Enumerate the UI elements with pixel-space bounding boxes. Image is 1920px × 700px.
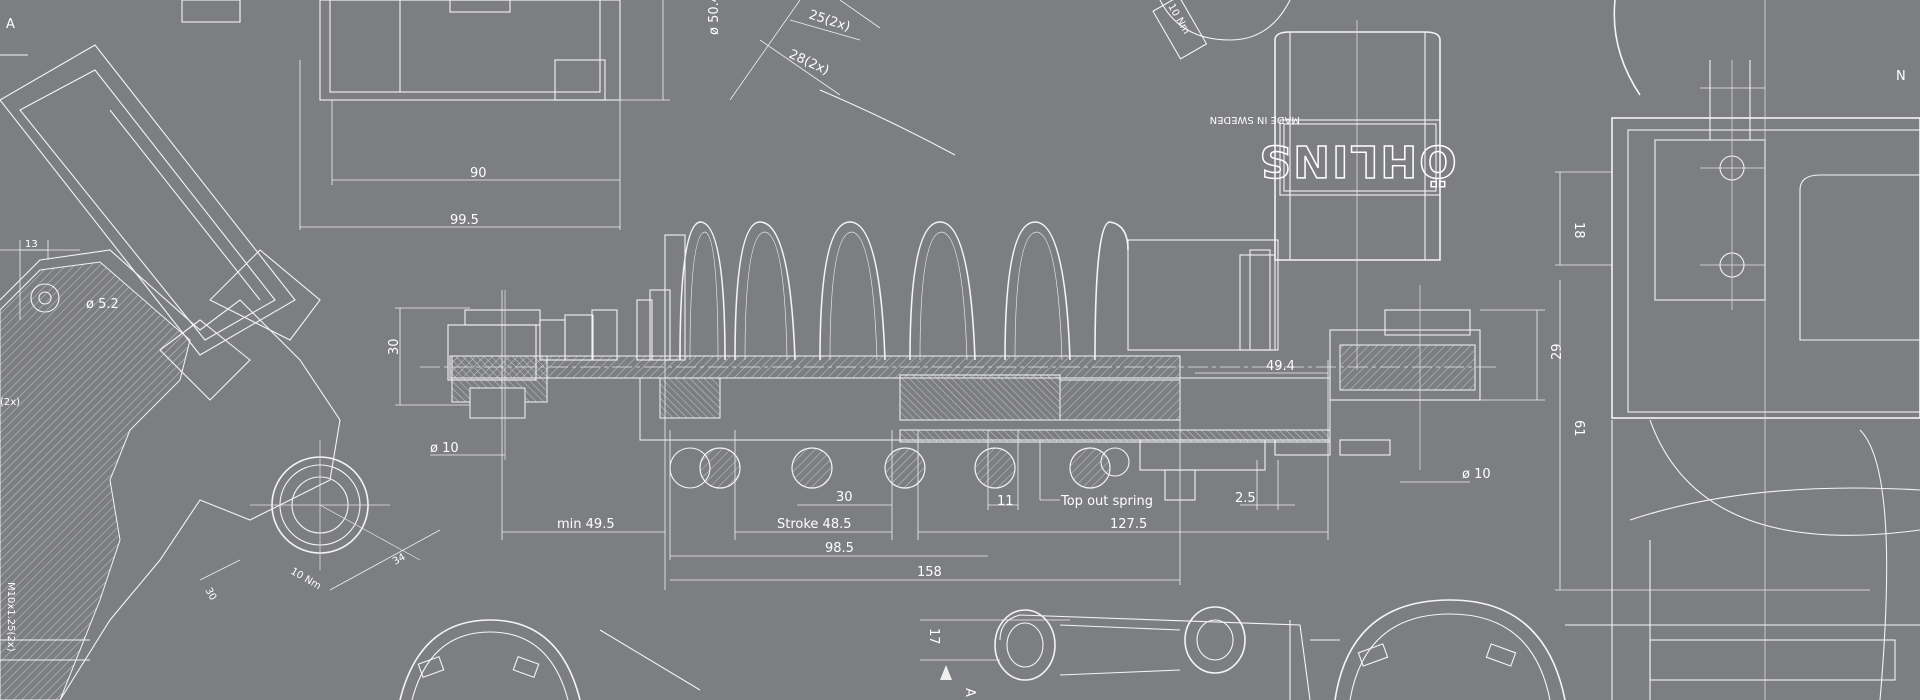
dim-494-label: 49.4 bbox=[1266, 359, 1295, 374]
angled-dimension-group bbox=[729, 0, 956, 156]
dim-stroke-label: Stroke 48.5 bbox=[777, 517, 852, 532]
right-side-view bbox=[1555, 0, 1920, 700]
section-a-bottom-marker: A bbox=[962, 688, 977, 697]
dim-30-vertical-label: 30 bbox=[387, 338, 402, 355]
dim-min-label: min 49.5 bbox=[557, 517, 615, 532]
top-reservoir-body bbox=[181, 0, 670, 230]
made-in-label: MADE IN SWEDEN bbox=[1210, 114, 1300, 125]
dim-34-label: 34 bbox=[391, 552, 408, 568]
shock-dimensions bbox=[395, 290, 1545, 590]
label-n-marker: N bbox=[1896, 69, 1906, 84]
dim-13-label: 13 bbox=[25, 239, 38, 250]
bottom-linkage bbox=[399, 599, 1920, 700]
torque-label-top: 10 Nm bbox=[1165, 2, 1191, 36]
dim-158-label: 158 bbox=[917, 565, 942, 580]
top-out-spring-label: Top out spring bbox=[1060, 494, 1153, 509]
dim-61-label: 61 bbox=[1571, 420, 1586, 437]
dim-29-label: 29 bbox=[1550, 343, 1565, 360]
left-linkage-arm bbox=[0, 44, 441, 700]
torque-label-left: 10 Nm bbox=[289, 566, 323, 592]
dim-985-label: 98.5 bbox=[825, 541, 854, 556]
dim-dia52-label: ø 5.2 bbox=[86, 297, 119, 312]
ohlins-brand-logo: ÖHLINS bbox=[1257, 135, 1456, 188]
dim-995-label: 99.5 bbox=[450, 213, 479, 228]
dim-25-label: 2.5 bbox=[1235, 491, 1256, 506]
top-mount-fragment bbox=[1152, 0, 1291, 60]
dim-dia10-left-label: ø 10 bbox=[430, 441, 459, 456]
dim-18-label: 18 bbox=[1571, 222, 1586, 239]
dim-30-label: 30 bbox=[836, 490, 853, 505]
dim-30b-label: 30 bbox=[202, 586, 218, 603]
dim-dia504-label: ø 50.4 bbox=[707, 0, 722, 35]
dim-dia10-right-label: ø 10 bbox=[1462, 467, 1491, 482]
dim-2x-fragment: (2x) bbox=[0, 397, 20, 408]
section-a-marker: A bbox=[6, 17, 15, 32]
dim-1275-label: 127.5 bbox=[1110, 517, 1147, 532]
thread-label: M10x1.25(2x) bbox=[5, 582, 16, 652]
dim-17-label: 17 bbox=[926, 628, 941, 645]
dim-90-label: 90 bbox=[470, 166, 487, 181]
dim-11-label: 11 bbox=[997, 494, 1014, 509]
